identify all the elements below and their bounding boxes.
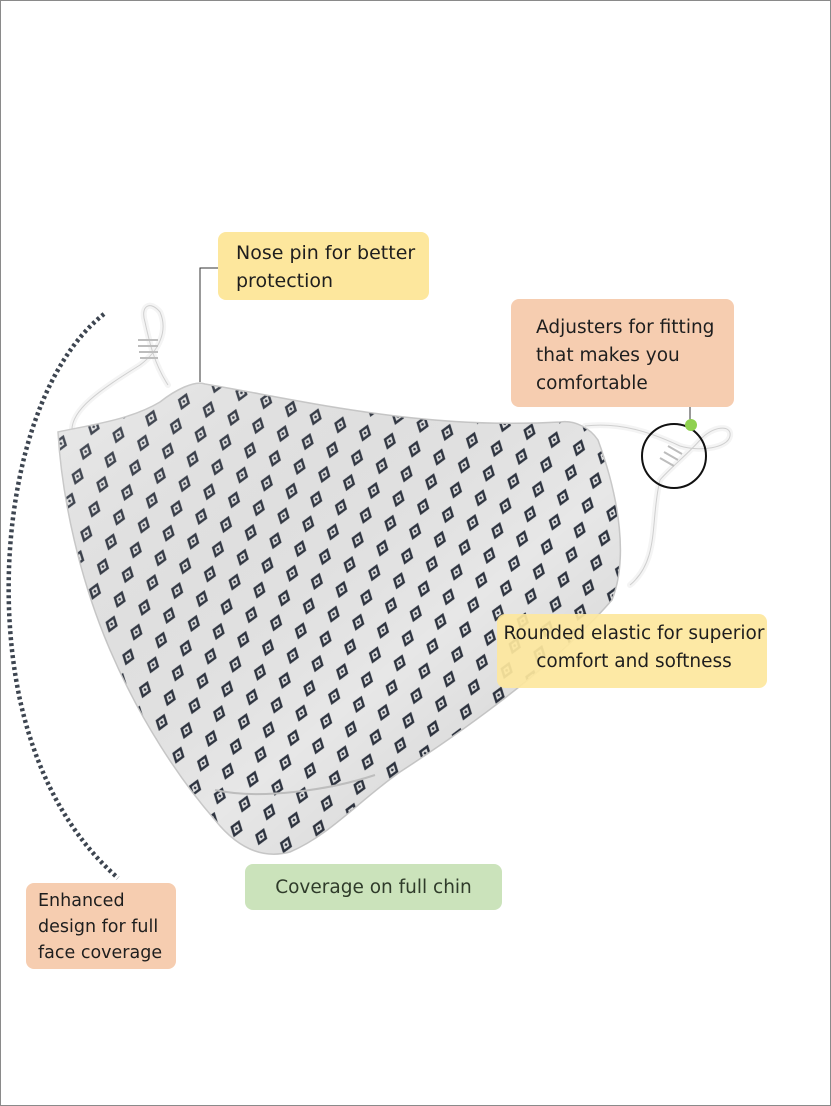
right-ear-loop-icon — [582, 422, 734, 588]
nose-pin-callout: Nose pin for better protection — [218, 232, 429, 300]
dotted-arc-icon — [6, 312, 120, 880]
left-ear-loop-icon — [68, 302, 171, 435]
nose-pin-leader-line — [199, 267, 218, 382]
adjusters-callout: Adjusters for fitting that makes you com… — [511, 299, 734, 407]
face-coverage-callout: Enhanced design for full face coverage — [26, 883, 176, 969]
adjuster-highlight-circle — [641, 423, 707, 489]
elastic-callout: Rounded elastic for superior comfort and… — [497, 614, 767, 688]
adjuster-dot-icon — [685, 419, 697, 431]
chin-coverage-callout: Coverage on full chin — [245, 864, 502, 910]
